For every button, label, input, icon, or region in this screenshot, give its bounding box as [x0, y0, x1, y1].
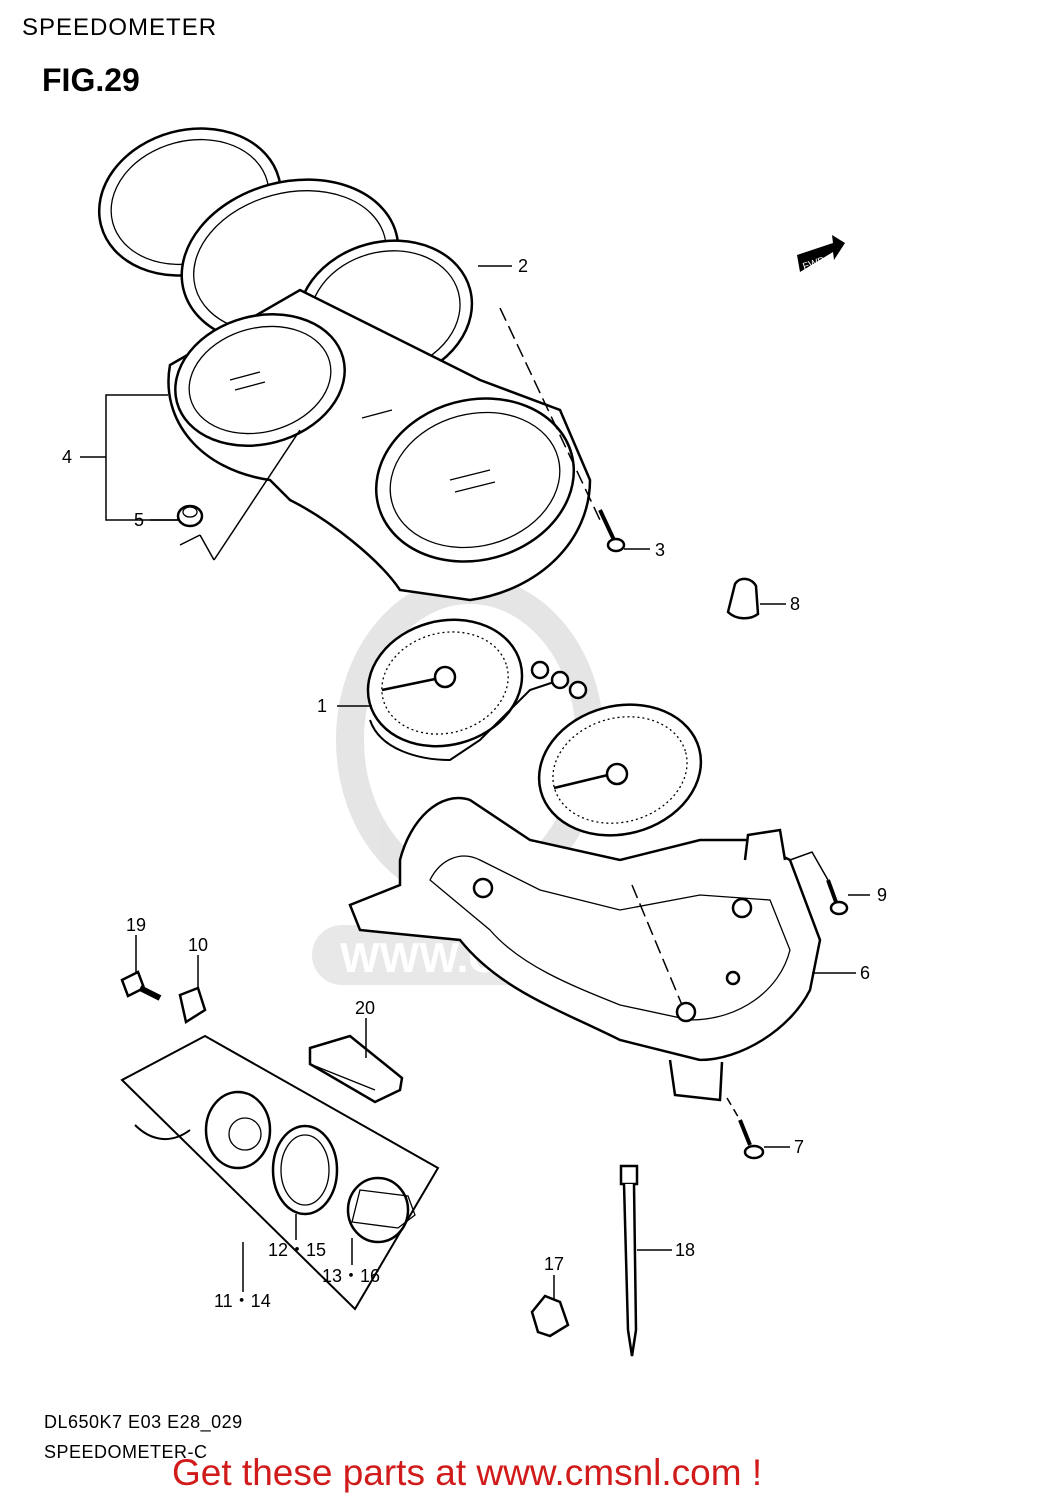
callout-17: 17	[544, 1254, 564, 1274]
callout-3: 3	[655, 540, 665, 560]
callout-12-15: 12・15	[268, 1240, 326, 1260]
diagram-code: DL650K7 E03 E28_029	[44, 1412, 243, 1432]
callout-1: 1	[317, 696, 327, 716]
leader-lines	[80, 265, 870, 1300]
fwd-arrow-icon: FWD	[797, 235, 845, 273]
figure-number: FIG.29	[42, 62, 140, 98]
cable-tie-part-18	[619, 1164, 639, 1357]
callout-4: 4	[62, 447, 72, 467]
callout-18: 18	[675, 1240, 695, 1260]
cap-part-8	[726, 577, 760, 620]
block-part-20	[308, 1034, 404, 1104]
callout-10: 10	[188, 935, 208, 955]
page-header: SPEEDOMETER	[22, 14, 218, 41]
meter-cover-4	[167, 288, 592, 602]
callout-11-14: 11・14	[214, 1291, 271, 1311]
callout-19: 19	[126, 915, 146, 935]
screw-part-3	[598, 509, 626, 553]
grommet-part-5	[176, 504, 204, 528]
clip-part-10	[178, 986, 207, 1025]
callout-5: 5	[134, 510, 144, 530]
screw-part-7	[738, 1119, 765, 1160]
meter-unit-1	[366, 618, 703, 837]
callout-20: 20	[355, 998, 375, 1018]
callout-9: 9	[877, 885, 887, 905]
bolt-part-19	[120, 970, 162, 1001]
socket-assembly-box	[120, 1034, 440, 1311]
promo-link[interactable]: Get these parts at www.cmsnl.com !	[172, 1452, 763, 1493]
screw-part-9	[826, 879, 849, 916]
callout-6: 6	[860, 963, 870, 983]
callout-2: 2	[518, 256, 528, 276]
diagram-subtitle: SPEEDOMETER-C	[44, 1442, 208, 1462]
lower-case-6	[348, 796, 822, 1102]
callout-13-16: 13・16	[322, 1266, 380, 1286]
callout-7: 7	[794, 1137, 804, 1157]
clamp-part-17	[530, 1294, 570, 1338]
callout-8: 8	[790, 594, 800, 614]
